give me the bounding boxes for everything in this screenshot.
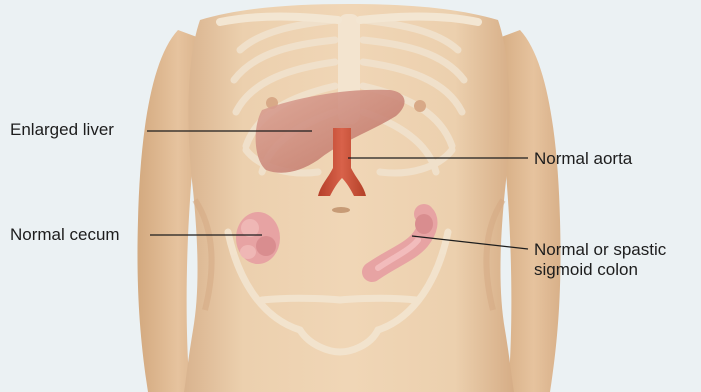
normal-cecum-label: Normal cecum	[10, 225, 120, 245]
enlarged-liver-label: Enlarged liver	[10, 120, 114, 140]
right-nipple	[414, 100, 426, 112]
sigmoid-label-line2: sigmoid colon	[534, 260, 666, 280]
cecum	[236, 212, 280, 264]
normal-aorta-label: Normal aorta	[534, 149, 632, 169]
sigmoid-label-line1: Normal or spastic	[534, 240, 666, 260]
navel	[332, 207, 350, 213]
sigmoid-colon-label: Normal or spastic sigmoid colon	[534, 240, 666, 280]
